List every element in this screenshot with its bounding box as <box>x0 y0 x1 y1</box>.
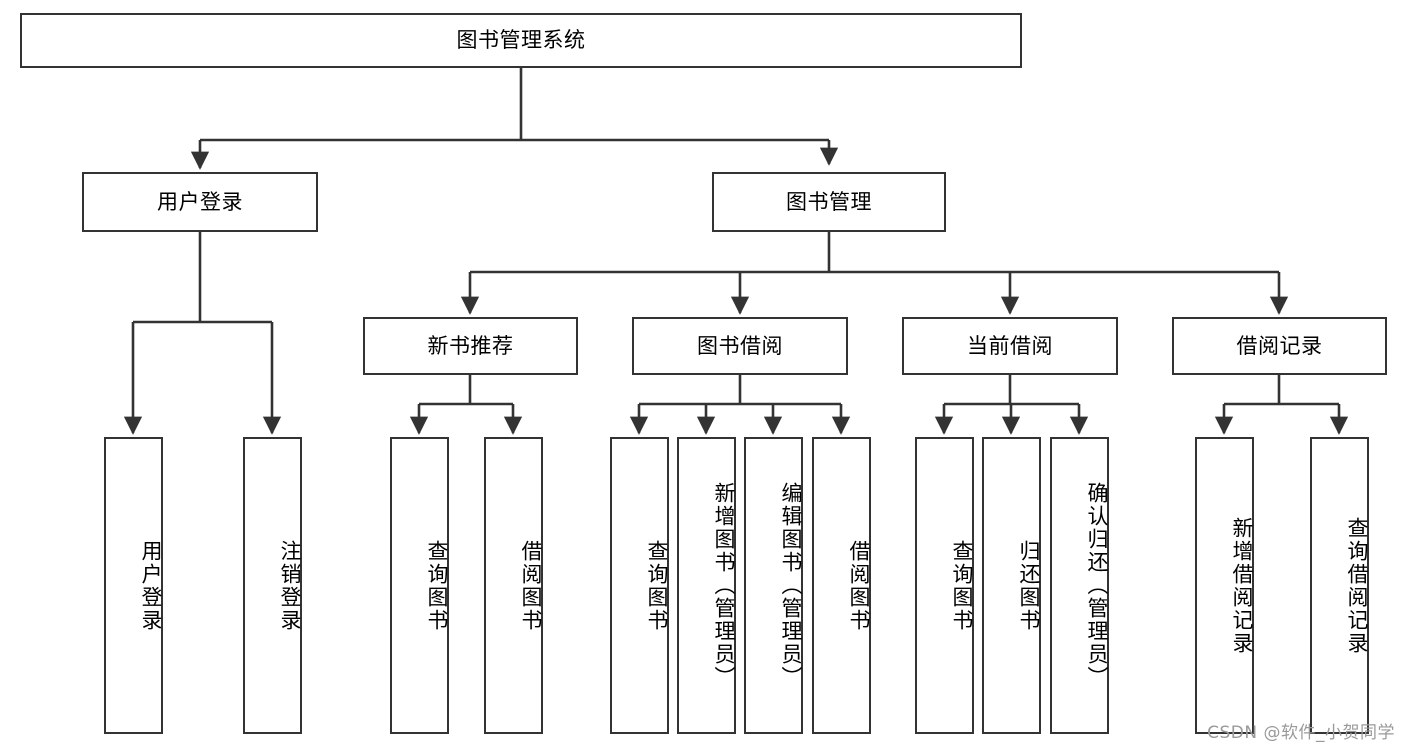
node-leaf-return-book[interactable]: 归还图书 <box>982 437 1041 734</box>
node-user-login[interactable]: 用户登录 <box>82 172 318 232</box>
node-label: 新增借阅记录 <box>1230 516 1254 655</box>
node-label: 图书管理系统 <box>456 28 586 52</box>
node-leaf-borrow-book-1[interactable]: 借阅图书 <box>484 437 543 734</box>
node-leaf-add-record[interactable]: 新增借阅记录 <box>1195 437 1254 734</box>
node-label: 新增图书（管理员） <box>712 482 736 689</box>
node-label: 归还图书 <box>1017 539 1041 632</box>
node-label: 编辑图书（管理员） <box>779 482 803 689</box>
node-label: 用户登录 <box>157 189 243 214</box>
node-leaf-logout[interactable]: 注销登录 <box>243 437 302 734</box>
node-book-borrow[interactable]: 图书借阅 <box>632 317 848 375</box>
node-leaf-query-book-2[interactable]: 查询图书 <box>610 437 669 734</box>
node-leaf-query-book-1[interactable]: 查询图书 <box>390 437 449 734</box>
node-leaf-confirm-return[interactable]: 确认归还（管理员） <box>1050 437 1109 734</box>
node-book-management[interactable]: 图书管理 <box>712 172 946 232</box>
node-label: 图书管理 <box>786 189 872 214</box>
node-label: 借阅图书 <box>847 539 871 632</box>
node-current-borrow[interactable]: 当前借阅 <box>902 317 1118 375</box>
node-leaf-borrow-book-2[interactable]: 借阅图书 <box>812 437 871 734</box>
node-label: 注销登录 <box>278 539 302 632</box>
node-leaf-query-book-3[interactable]: 查询图书 <box>915 437 974 734</box>
node-label: 新书推荐 <box>427 333 514 358</box>
node-label: 当前借阅 <box>967 333 1053 358</box>
node-leaf-edit-book[interactable]: 编辑图书（管理员） <box>744 437 803 734</box>
node-leaf-add-book[interactable]: 新增图书（管理员） <box>677 437 736 734</box>
node-label: 图书借阅 <box>697 333 783 358</box>
node-label: 查询图书 <box>645 539 669 632</box>
node-leaf-user-login[interactable]: 用户登录 <box>104 437 163 734</box>
watermark-text: CSDN @软件_小贺同学 <box>1207 723 1395 743</box>
node-label: 确认归还（管理员） <box>1085 482 1109 689</box>
node-leaf-query-record[interactable]: 查询借阅记录 <box>1310 437 1369 734</box>
node-label: 查询借阅记录 <box>1345 516 1369 655</box>
node-label: 查询图书 <box>425 539 449 632</box>
node-label: 查询图书 <box>950 539 974 632</box>
node-label: 用户登录 <box>139 539 163 632</box>
node-label: 借阅记录 <box>1236 333 1323 358</box>
node-label: 借阅图书 <box>519 539 543 632</box>
node-root-system[interactable]: 图书管理系统 <box>20 13 1022 68</box>
node-new-book-recommend[interactable]: 新书推荐 <box>363 317 578 375</box>
node-borrow-record[interactable]: 借阅记录 <box>1172 317 1387 375</box>
